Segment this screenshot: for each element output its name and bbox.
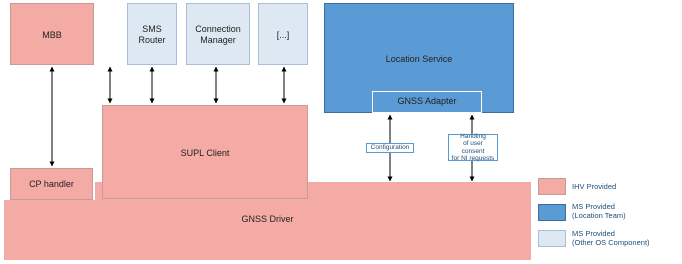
gnss-adapter-box: GNSS Adapter <box>372 91 482 113</box>
connection-manager-label: Connection Manager <box>195 24 241 46</box>
gnss-adapter-label: GNSS Adapter <box>397 96 457 107</box>
connection-manager-box: Connection Manager <box>186 3 250 65</box>
legend-label-ms-other: MS Provided (Other OS Component) <box>572 229 650 247</box>
gnss-driver-label: GNSS Driver <box>241 214 294 225</box>
sms-router-box: SMS Router <box>127 3 177 65</box>
legend-swatch-ihv <box>538 178 566 195</box>
supl-client-label: SUPL Client <box>180 148 230 158</box>
legend-label-ihv: IHV Provided <box>572 182 617 191</box>
supl-client-box: SUPL Client <box>102 105 308 199</box>
legend-swatch-ms-location <box>538 204 566 221</box>
gnss-driver-block: GNSS Driver <box>4 200 531 260</box>
ellipsis-label: [...] <box>276 30 290 40</box>
legend-label-ms-location: MS Provided (Location Team) <box>572 202 626 220</box>
mbb-box: MBB <box>10 3 94 65</box>
cp-handler-label: CP handler <box>29 179 74 189</box>
cp-handler-box: CP handler <box>10 168 93 200</box>
mbb-label: MBB <box>42 30 62 40</box>
location-service-label: Location Service <box>385 54 453 64</box>
consent-annotation: Handling of user consent for NI requests <box>448 133 498 162</box>
configuration-annotation: Configuration <box>366 143 414 153</box>
legend-swatch-ms-other <box>538 230 566 247</box>
sms-router-label: SMS Router <box>138 24 166 46</box>
ellipsis-box: [...] <box>258 3 308 65</box>
